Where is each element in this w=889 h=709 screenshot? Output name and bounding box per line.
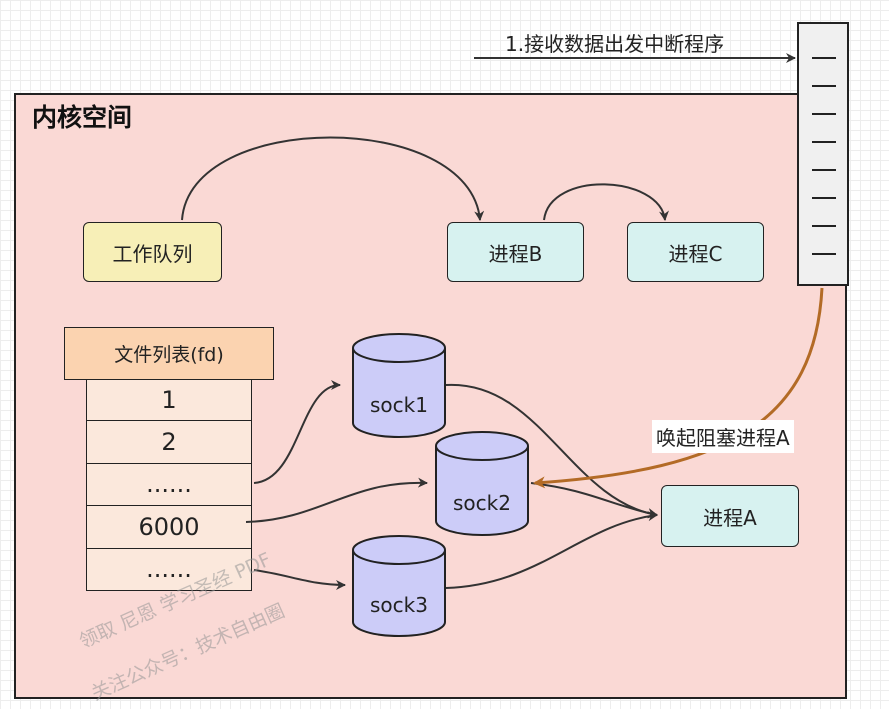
wake-process-a-arrow [533, 287, 824, 489]
work-queue-to-process-b-arrow [181, 136, 485, 221]
device-slot [812, 169, 836, 171]
sock2-cylinder [435, 431, 529, 536]
fd-row: 6000 [86, 506, 252, 549]
work-queue-box: 工作队列 [83, 222, 222, 282]
device-slot [812, 197, 836, 199]
process-b-to-process-c-arrow [543, 183, 669, 221]
wake-process-a-label: 唤起阻塞进程A [652, 420, 794, 453]
fd-to-sock2-arrow [245, 477, 428, 523]
sock1-cylinder [352, 333, 446, 438]
process-b-box: 进程B [447, 222, 584, 282]
device-slot [812, 113, 836, 115]
device-slot [812, 225, 836, 227]
device-slot [812, 141, 836, 143]
sock3-label: sock3 [370, 593, 428, 617]
fd-row: 2 [86, 421, 252, 464]
interrupt-device [797, 22, 849, 286]
sock1-to-process-a-arrow [445, 383, 658, 519]
device-slot [812, 253, 836, 255]
fd-table: 1 2 ...... 6000 ...... [86, 379, 252, 591]
sock3-to-process-a-arrow [445, 511, 658, 589]
fd-to-sock3-arrow [253, 569, 346, 590]
process-c-box: 进程C [627, 222, 764, 282]
sock2-label: sock2 [453, 491, 511, 515]
sock3-cylinder [352, 535, 446, 637]
kernel-space-title: 内核空间 [32, 103, 133, 132]
device-slot [812, 85, 836, 87]
fd-row: ...... [86, 463, 252, 507]
interrupt-label: 1.接收数据出发中断程序 [505, 32, 725, 56]
fd-row: ...... [86, 548, 252, 591]
sock1-label: sock1 [370, 393, 428, 417]
sock2-to-process-a-arrow [530, 482, 658, 519]
fd-to-sock1-arrow [253, 380, 341, 484]
process-a-box: 进程A [661, 485, 799, 547]
fd-row: 1 [86, 379, 252, 422]
device-slot [812, 57, 836, 59]
